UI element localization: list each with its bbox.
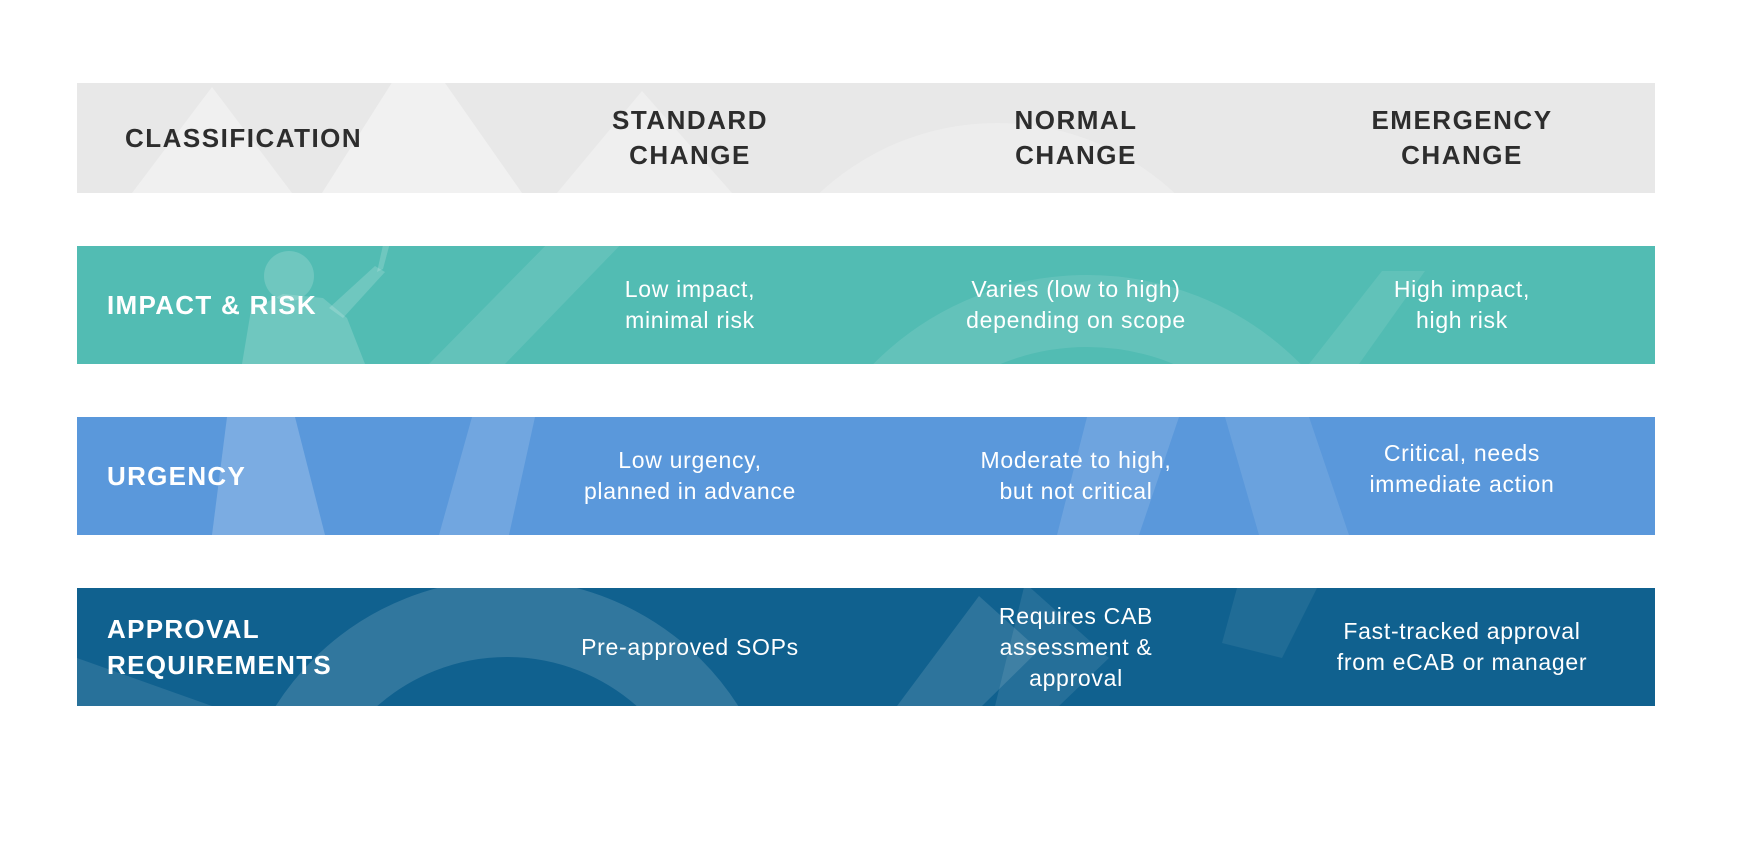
approval-emergency-text-line: from eCAB or manager [1336, 649, 1588, 675]
approval-normal-cell: Requires CAB assessment & approval [883, 588, 1269, 706]
impact-risk-label-cell: IMPACT & RISK [77, 246, 497, 364]
approval-normal-text-line: assessment & [999, 633, 1153, 660]
urgency-label-cell: URGENCY [77, 417, 497, 535]
impact-standard-text-line: minimal risk [625, 307, 755, 333]
impact-risk-row: IMPACT & RISK Low impact, minimal risk V… [77, 246, 1655, 364]
approval-requirements-label-cell: APPROVAL REQUIREMENTS [77, 588, 497, 706]
urgency-normal-text-line: Moderate to high, [980, 447, 1172, 473]
approval-normal-text-line: approval [1029, 664, 1123, 691]
urgency-emergency-text-line: immediate action [1369, 471, 1555, 497]
urgency-standard-cell: Low urgency, planned in advance [497, 417, 883, 535]
impact-standard-cell: Low impact, minimal risk [497, 246, 883, 364]
emergency-change-header-cell: EMERGENCY CHANGE [1269, 83, 1655, 193]
normal-change-label-line: CHANGE [1015, 140, 1137, 170]
approval-emergency-text-line: Fast-tracked approval [1343, 618, 1581, 644]
impact-emergency-text-line: High impact, [1393, 276, 1531, 302]
impact-normal-text-line: depending on scope [966, 307, 1186, 333]
impact-risk-label: IMPACT & RISK [107, 290, 317, 320]
header-row: CLASSIFICATION STANDARD CHANGE NORMAL CH… [77, 83, 1655, 193]
urgency-emergency-text-line: Critical, needs [1383, 440, 1541, 466]
impact-emergency-cell: High impact, high risk [1269, 246, 1655, 364]
standard-change-header-cell: STANDARD CHANGE [497, 83, 883, 193]
urgency-emergency-cell: Critical, needs immediate action [1269, 417, 1655, 528]
approval-requirements-label-line: REQUIREMENTS [107, 650, 333, 680]
approval-requirements-row: APPROVAL REQUIREMENTS Pre-approved SOPs … [77, 588, 1655, 706]
standard-change-label-line: STANDARD [612, 105, 768, 135]
urgency-standard-text-line: Low urgency, [618, 447, 762, 473]
urgency-standard-text-line: planned in advance [583, 478, 797, 504]
emergency-change-label-line: CHANGE [1401, 140, 1523, 170]
impact-standard-text-line: Low impact, [624, 276, 756, 302]
classification-table: CLASSIFICATION STANDARD CHANGE NORMAL CH… [77, 83, 1655, 706]
normal-change-label-line: NORMAL [1014, 105, 1138, 135]
normal-change-header-cell: NORMAL CHANGE [883, 83, 1269, 193]
emergency-change-label-line: EMERGENCY [1371, 105, 1553, 135]
classification-label: CLASSIFICATION [125, 122, 363, 153]
urgency-row: URGENCY Low urgency, planned in advance … [77, 417, 1655, 535]
impact-emergency-text-line: high risk [1416, 307, 1508, 333]
impact-normal-text-line: Varies (low to high) [971, 276, 1181, 302]
standard-change-label-line: CHANGE [629, 140, 751, 170]
approval-normal-text-line: Requires CAB [998, 602, 1154, 629]
approval-standard-cell: Pre-approved SOPs [497, 588, 883, 706]
urgency-normal-cell: Moderate to high, but not critical [883, 417, 1269, 535]
urgency-label: URGENCY [107, 461, 247, 491]
approval-requirements-label-line: APPROVAL [107, 614, 260, 644]
approval-standard-text-line: Pre-approved SOPs [581, 633, 799, 660]
classification-header-cell: CLASSIFICATION [77, 83, 497, 193]
approval-emergency-cell: Fast-tracked approval from eCAB or manag… [1269, 588, 1655, 706]
urgency-normal-text-line: but not critical [999, 478, 1153, 504]
impact-normal-cell: Varies (low to high) depending on scope [883, 246, 1269, 364]
